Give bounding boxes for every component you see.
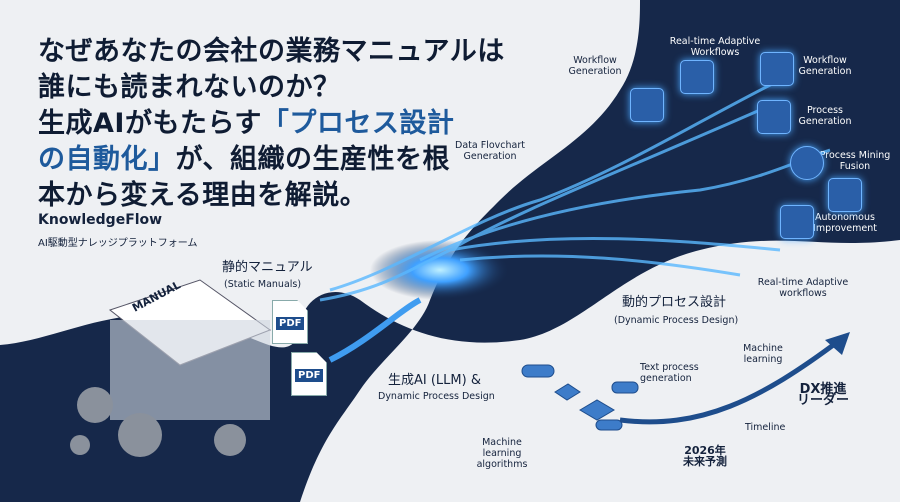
pdf-label: PDF	[295, 369, 324, 382]
title-line: 生成AIがもたらす「プロセス設計	[38, 106, 505, 142]
label-text-process: Text process generation	[640, 362, 699, 384]
pdf-label: PDF	[276, 317, 305, 330]
title-line: なぜあなたの会社の業務マニュアルは	[38, 36, 505, 67]
label-ml-algorithms: Machine learning algorithms	[476, 437, 528, 470]
label-data-flowchart: Data Flovchart Generation	[455, 140, 525, 162]
label-timeline: Timeline	[745, 422, 786, 433]
label-static-en: (Static Manuals)	[224, 279, 302, 290]
label-static-jp: 静的マニュアル	[222, 260, 313, 275]
label-process-mining: Process Mining Fusion	[819, 150, 891, 172]
title-highlight: 「プロセス設計	[261, 108, 455, 139]
flowchart-diagram	[521, 364, 639, 431]
brand-tagline: AI駆動型ナレッジプラットフォーム	[38, 238, 198, 249]
label-dynamic-jp: 動的プロセス設計	[622, 295, 727, 310]
title-text: 生成AIがもたらす	[38, 108, 262, 139]
page-title: なぜあなたの会社の業務マニュアルは 誰にも読まれないのか？ 生成AIがもたらす「…	[38, 34, 505, 214]
label-realtime-adaptive: Real-time Adaptive Workflows	[669, 36, 761, 58]
title-text: が、組織の生産性を根	[175, 144, 450, 175]
gear-icons	[70, 387, 246, 457]
label-realtime-adaptive-2: Real-time Adaptive workflows	[757, 277, 849, 299]
title-line: 誰にも読まれないのか？	[38, 72, 341, 103]
label-machine-learning: Machine learning	[743, 343, 783, 365]
org-chart-icon	[757, 100, 791, 134]
gear-flow-icon	[760, 52, 794, 86]
process-mining-icon	[790, 146, 824, 180]
pdf-file-icon: PDF	[291, 352, 327, 396]
label-process-generation: Process Generation	[798, 105, 852, 127]
hierarchy-icon	[630, 88, 664, 122]
trend-chart-icon	[780, 205, 814, 239]
label-dynamic-en: (Dynamic Process Design)	[614, 315, 739, 326]
title-highlight: の自動化」	[38, 144, 176, 175]
pdf-file-icon: PDF	[272, 300, 308, 344]
core-glow	[370, 240, 510, 300]
label-genai-en: Dynamic Process Design	[378, 391, 495, 402]
label-autonomous-improvement: Autonomous Improvement	[813, 212, 877, 234]
label-genai-jp: 生成AI (LLM) &	[388, 373, 481, 388]
timeline-arrow	[619, 337, 842, 425]
network-icon	[680, 60, 714, 94]
title-line: 本から変える理由を解説。	[38, 180, 368, 211]
label-forecast: 2026年 未来予測	[683, 444, 727, 468]
flow-streams	[319, 78, 831, 302]
label-workflow-generation-2: Workflow Generation	[798, 55, 852, 77]
label-workflow-generation: Workflow Generation	[568, 55, 622, 77]
settings-icon	[828, 178, 862, 212]
brand-name: KnowledgeFlow	[38, 212, 163, 228]
manual-stack	[108, 279, 272, 420]
label-dx-leader: DX推進 リーダー	[796, 382, 849, 408]
title-line: の自動化」が、組織の生産性を根	[38, 142, 505, 178]
